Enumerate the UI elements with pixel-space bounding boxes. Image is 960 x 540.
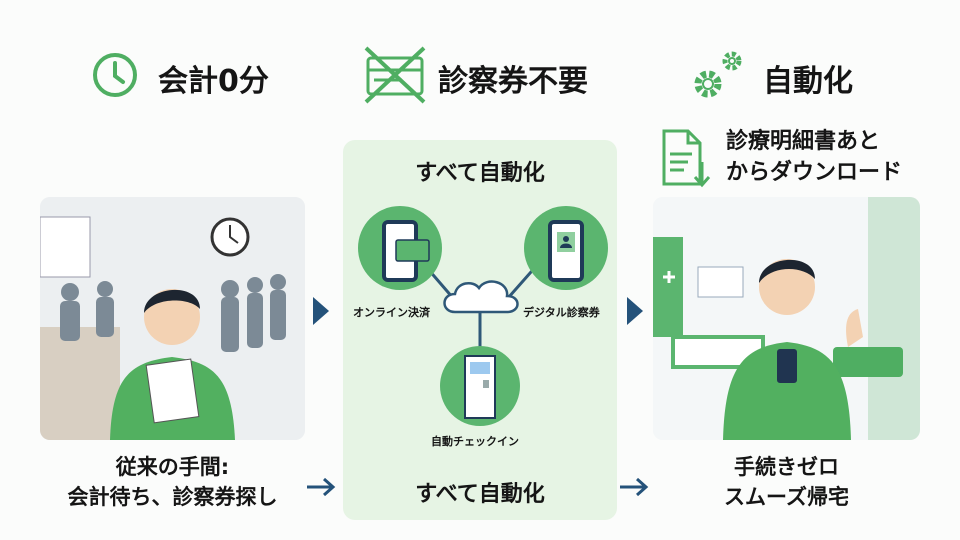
after-line1: 手続きゼロ (734, 455, 839, 479)
document-download-icon (662, 129, 711, 188)
before-line1: 従来の手間: (115, 455, 230, 479)
cloud-icon (443, 280, 519, 314)
online-payment-icon (358, 206, 442, 290)
statement-line1: 診療明細書あと (726, 129, 881, 154)
triangle-arrow-icon (627, 297, 643, 325)
gears-icon (694, 51, 742, 98)
digital-card-icon (524, 206, 608, 290)
clock-icon (93, 53, 137, 97)
automation-panel: すべて自動化 オンライン決済 デジタル診察券 自動チェックイン すべて自動化 (343, 140, 617, 520)
panel-title: すべて自動化 (415, 161, 545, 186)
header-zero-wait: 会計0分 (158, 64, 269, 99)
right-arrow-icon (307, 477, 336, 497)
statement-line2: からダウンロード (726, 160, 903, 185)
right-arrow-icon (620, 477, 649, 497)
header-automation: 自動化 (763, 64, 853, 99)
before-line2: 会計待ち、診察券探し (67, 485, 278, 509)
online-payment-label: オンライン決済 (353, 306, 430, 319)
checkin-kiosk-icon (440, 346, 520, 426)
crossed-card-icon (364, 46, 426, 104)
before-illustration (40, 197, 305, 440)
auto-checkin-label: 自動チェックイン (431, 435, 519, 448)
triangle-arrow-icon (313, 297, 329, 325)
after-line2: スムーズ帰宅 (724, 485, 849, 509)
panel-footer: すべて自動化 (415, 482, 545, 507)
after-illustration (653, 197, 920, 440)
digital-card-label: デジタル診察券 (523, 306, 600, 319)
header-no-card: 診察券不要 (438, 64, 588, 99)
